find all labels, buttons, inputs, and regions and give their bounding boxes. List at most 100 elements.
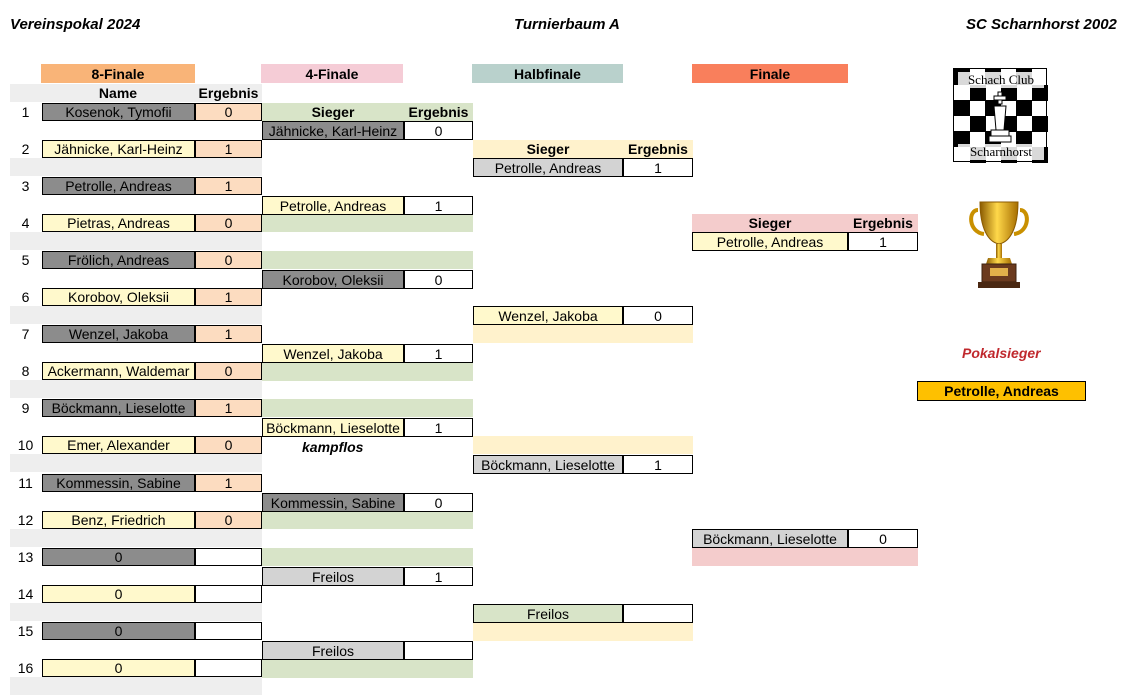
round-header-final: Finale	[692, 64, 848, 83]
logo-bottom-text: Scharnhorst	[958, 144, 1044, 160]
sf-winner-name: Böckmann, Lieselotte	[473, 455, 623, 474]
sf-shade	[473, 436, 693, 454]
qf-result-header: Ergebnis	[404, 103, 473, 121]
seed-number: 5	[21, 252, 30, 269]
player-name: Korobov, Oleksii	[42, 288, 195, 307]
player-name: 0	[42, 547, 195, 566]
player-score: 1	[195, 399, 262, 418]
player-score: 0	[195, 436, 262, 455]
qf-winner-name: Freilos	[262, 567, 404, 586]
seed-number: 10	[17, 437, 34, 454]
logo-square	[969, 115, 986, 132]
player-score: 1	[195, 177, 262, 196]
logo-top-text: Schach Club	[958, 72, 1044, 88]
qf-winner-score: 1	[404, 344, 473, 363]
player-score: 0	[195, 251, 262, 270]
sf-winner-score: 1	[623, 158, 693, 177]
seed-number: 13	[17, 548, 34, 565]
player-name: Ackermann, Waldemar	[42, 362, 195, 381]
sf-winner-score: 1	[623, 455, 693, 474]
sf-result-header: Ergebnis	[623, 140, 693, 158]
bracket-title: Turnierbaum A	[514, 16, 620, 33]
final-player-name: Petrolle, Andreas	[692, 232, 848, 251]
player-score	[195, 621, 262, 640]
sf-shade	[473, 623, 693, 641]
qf-winner-header: Sieger	[262, 103, 404, 121]
player-name: Böckmann, Lieselotte	[42, 399, 195, 418]
qf-winner-name: Korobov, Oleksii	[262, 270, 404, 289]
row-spacer	[10, 232, 262, 251]
sf-winner-header: Sieger	[473, 140, 623, 158]
player-name: Frölich, Andreas	[42, 251, 195, 270]
champion-name: Petrolle, Andreas	[917, 381, 1086, 401]
player-score: 0	[195, 362, 262, 381]
seed-number: 2	[21, 141, 30, 158]
king-icon	[988, 91, 1012, 143]
r16-result-header: Ergebnis	[198, 85, 259, 101]
player-score: 1	[195, 473, 262, 492]
final-result-header: Ergebnis	[848, 214, 918, 232]
player-score: 1	[195, 288, 262, 307]
qf-winner-score	[404, 641, 473, 660]
seed-number: 6	[21, 289, 30, 306]
seed-number: 3	[21, 178, 30, 195]
round-header-sf: Halbfinale	[472, 64, 623, 83]
qf-shade	[262, 251, 473, 269]
pokalsieger-label: Pokalsieger	[962, 345, 1041, 361]
qf-shade	[262, 660, 473, 678]
player-name: Emer, Alexander	[42, 436, 195, 455]
player-name: Kosenok, Tymofii	[42, 103, 195, 121]
sf-shade	[473, 325, 693, 343]
seed-number: 7	[21, 326, 30, 343]
row-spacer	[10, 676, 262, 695]
final-winner-header: Sieger	[692, 214, 848, 232]
qf-winner-score: 1	[404, 196, 473, 215]
qf-winner-name: Böckmann, Lieselotte	[262, 418, 404, 437]
row-spacer	[10, 306, 262, 325]
player-score: 1	[195, 325, 262, 344]
logo-square	[1016, 100, 1032, 116]
row-spacer	[10, 158, 262, 177]
player-score: 0	[195, 510, 262, 529]
qf-winner-score: 1	[404, 567, 473, 586]
qf-shade	[262, 363, 473, 381]
player-name: Jähnicke, Karl-Heinz	[42, 140, 195, 159]
round-header-qf: 4-Finale	[261, 64, 403, 83]
seed-number: 8	[21, 363, 30, 380]
round-header-r16: 8-Finale	[41, 64, 195, 83]
player-score	[195, 547, 262, 566]
seed-number: 9	[21, 400, 30, 417]
sf-winner-score	[623, 604, 693, 623]
row-spacer	[10, 602, 262, 621]
qf-winner-name: Petrolle, Andreas	[262, 196, 404, 215]
qf-shade	[262, 548, 473, 566]
row-spacer	[10, 454, 262, 473]
qf-shade	[262, 214, 473, 232]
player-name: 0	[42, 658, 195, 677]
player-score	[195, 584, 262, 603]
final-player-score: 0	[848, 529, 918, 548]
seed-number: 14	[17, 585, 34, 602]
logo-square	[969, 84, 986, 101]
seed-number: 4	[21, 215, 30, 232]
qf-winner-score: 0	[404, 493, 473, 512]
final-player-score: 1	[848, 232, 918, 251]
sf-winner-name: Wenzel, Jakoba	[473, 306, 623, 325]
trophy-icon	[969, 201, 1029, 288]
qf-shade	[262, 399, 473, 417]
r16-header-bar	[10, 84, 262, 102]
logo-square	[1031, 84, 1048, 101]
sf-winner-name: Freilos	[473, 604, 623, 623]
tournament-title: Vereinspokal 2024	[10, 16, 141, 33]
seed-number: 11	[18, 474, 33, 491]
logo-square	[954, 100, 970, 116]
qf-winner-score: 0	[404, 270, 473, 289]
player-name: 0	[42, 621, 195, 640]
sf-winner-name: Petrolle, Andreas	[473, 158, 623, 177]
player-score	[195, 658, 262, 677]
qf-winner-name: Wenzel, Jakoba	[262, 344, 404, 363]
logo-square	[1016, 131, 1032, 147]
seed-number: 16	[17, 659, 34, 676]
club-name: SC Scharnhorst 2002	[966, 16, 1117, 33]
player-name: Benz, Friedrich	[42, 510, 195, 529]
